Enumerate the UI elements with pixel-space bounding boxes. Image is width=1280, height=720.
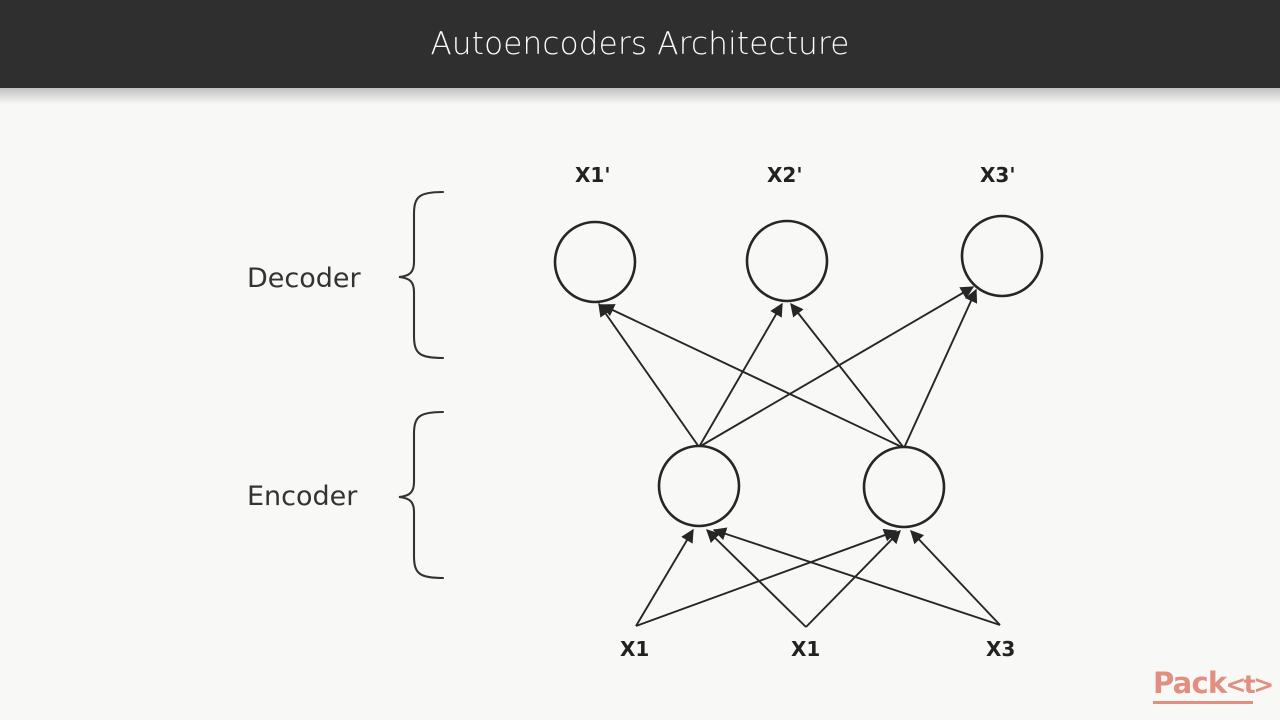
decoder-section-label: Decoder xyxy=(247,263,361,294)
edge-h2-to-x3p xyxy=(903,288,978,449)
output-node-label-x1-prime: X1' xyxy=(575,163,611,187)
edge-h1-to-x3p xyxy=(698,286,975,448)
node-hidden-2 xyxy=(862,445,946,529)
output-node-label-x2-prime: X2' xyxy=(767,163,803,187)
encoder-brace xyxy=(398,410,445,580)
edge-x3-to-h2 xyxy=(910,530,1001,626)
edge-x1-to-h1 xyxy=(635,528,694,627)
packt-wordmark: Pack <t> xyxy=(1153,666,1274,700)
packt-logo: Pack <t> xyxy=(1153,666,1274,704)
node-x2-prime xyxy=(745,219,829,303)
edge-h1-to-x2p xyxy=(698,302,783,448)
slide-content-area xyxy=(0,88,1280,720)
header-bar: Autoencoders Architecture xyxy=(0,0,1280,88)
node-x1-prime xyxy=(553,220,637,304)
encoder-edges xyxy=(635,527,1001,628)
input-node-label-x1: X1 xyxy=(620,637,650,661)
edge-h1-to-x1p xyxy=(598,302,700,448)
output-layer-nodes xyxy=(553,214,1044,304)
decoder-brace xyxy=(398,190,445,360)
node-hidden-1 xyxy=(657,444,741,528)
hidden-layer-nodes xyxy=(657,444,946,529)
node-x3-prime xyxy=(960,214,1044,298)
decoder-edges xyxy=(598,286,978,449)
edge-x1-to-h2 xyxy=(635,528,898,627)
page-title: Autoencoders Architecture xyxy=(430,26,850,62)
packt-underline xyxy=(1153,701,1253,704)
edge-h2-to-x1p xyxy=(600,304,905,449)
packt-bracket-glyph: <t> xyxy=(1225,670,1274,699)
input-node-label-x1-b: X1 xyxy=(791,637,821,661)
packt-word: Pack xyxy=(1153,666,1227,700)
encoder-section-label: Encoder xyxy=(247,481,358,512)
edge-x1b-to-h1 xyxy=(706,529,807,628)
edge-x3-to-h1 xyxy=(712,527,1001,626)
edge-h2-to-x2p xyxy=(790,302,905,449)
input-node-label-x3: X3 xyxy=(986,637,1016,661)
edge-x1b-to-h2 xyxy=(805,530,901,628)
output-node-label-x3-prime: X3' xyxy=(980,163,1016,187)
